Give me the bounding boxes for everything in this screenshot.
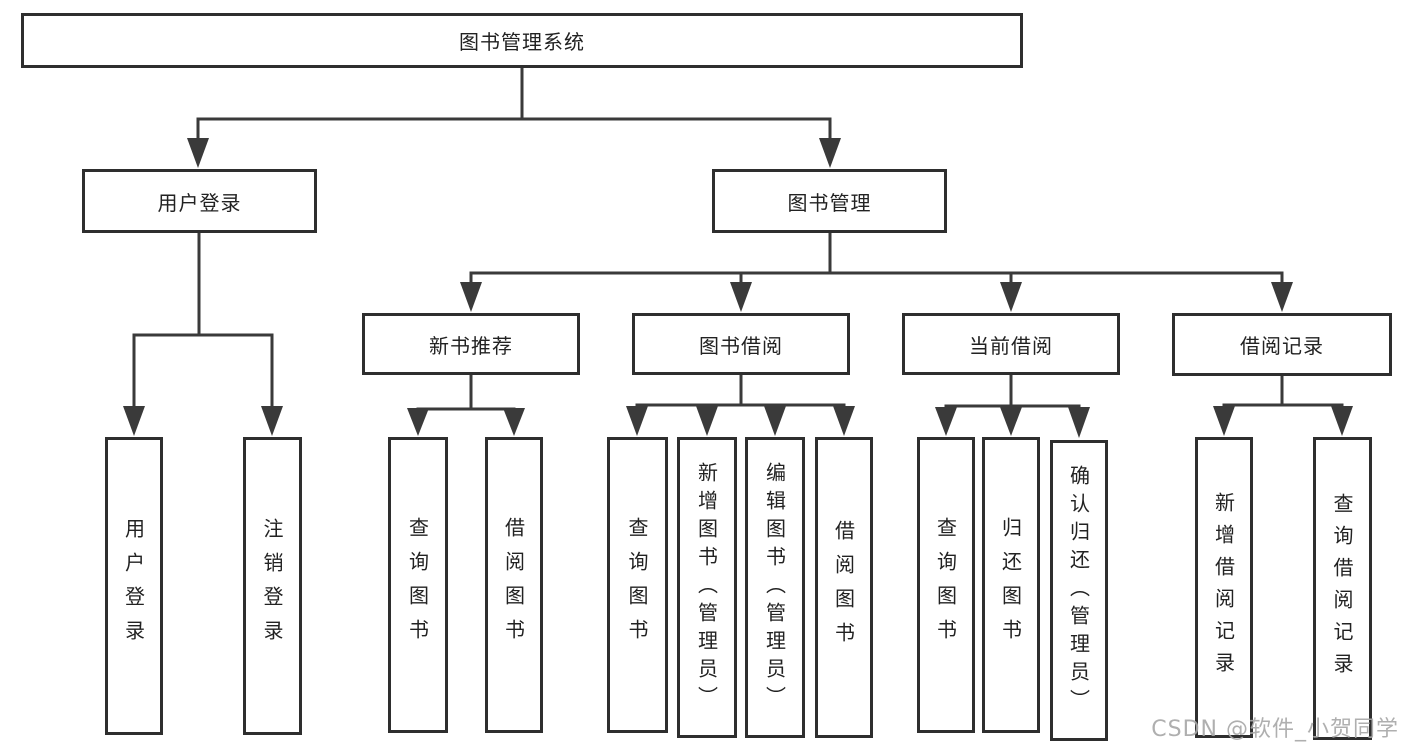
leaf-cb-confirm-return-admin: 确认归还（管理员） [1050,440,1108,741]
node-book-borrow: 图书借阅 [632,313,850,375]
leaf-br-query-record: 查询借阅记录 [1313,437,1372,740]
leaf-nb-borrow-books: 借阅图书 [485,437,543,733]
node-user-login: 用户登录 [82,169,317,233]
node-root-system: 图书管理系统 [21,13,1023,68]
leaf-nb-query-books: 查询图书 [388,437,448,733]
leaf-bb-add-books-admin: 新增图书（管理员） [677,437,737,738]
leaf-cb-query-books: 查询图书 [917,437,975,733]
leaf-bb-edit-books-admin: 编辑图书（管理员） [745,437,805,738]
leaf-bb-query-books: 查询图书 [607,437,668,733]
csdn-watermark: CSDN @软件_小贺同学 [1151,717,1399,742]
leaf-cb-return-books: 归还图书 [982,437,1040,733]
leaf-br-add-record: 新增借阅记录 [1195,437,1253,738]
leaf-bb-borrow-books: 借阅图书 [815,437,873,738]
leaf-logout: 注销登录 [243,437,302,735]
leaf-user-login: 用户登录 [105,437,163,735]
node-current-borrow: 当前借阅 [902,313,1120,375]
node-borrow-records: 借阅记录 [1172,313,1392,376]
node-book-management: 图书管理 [712,169,947,233]
node-new-book-recommend: 新书推荐 [362,313,580,375]
